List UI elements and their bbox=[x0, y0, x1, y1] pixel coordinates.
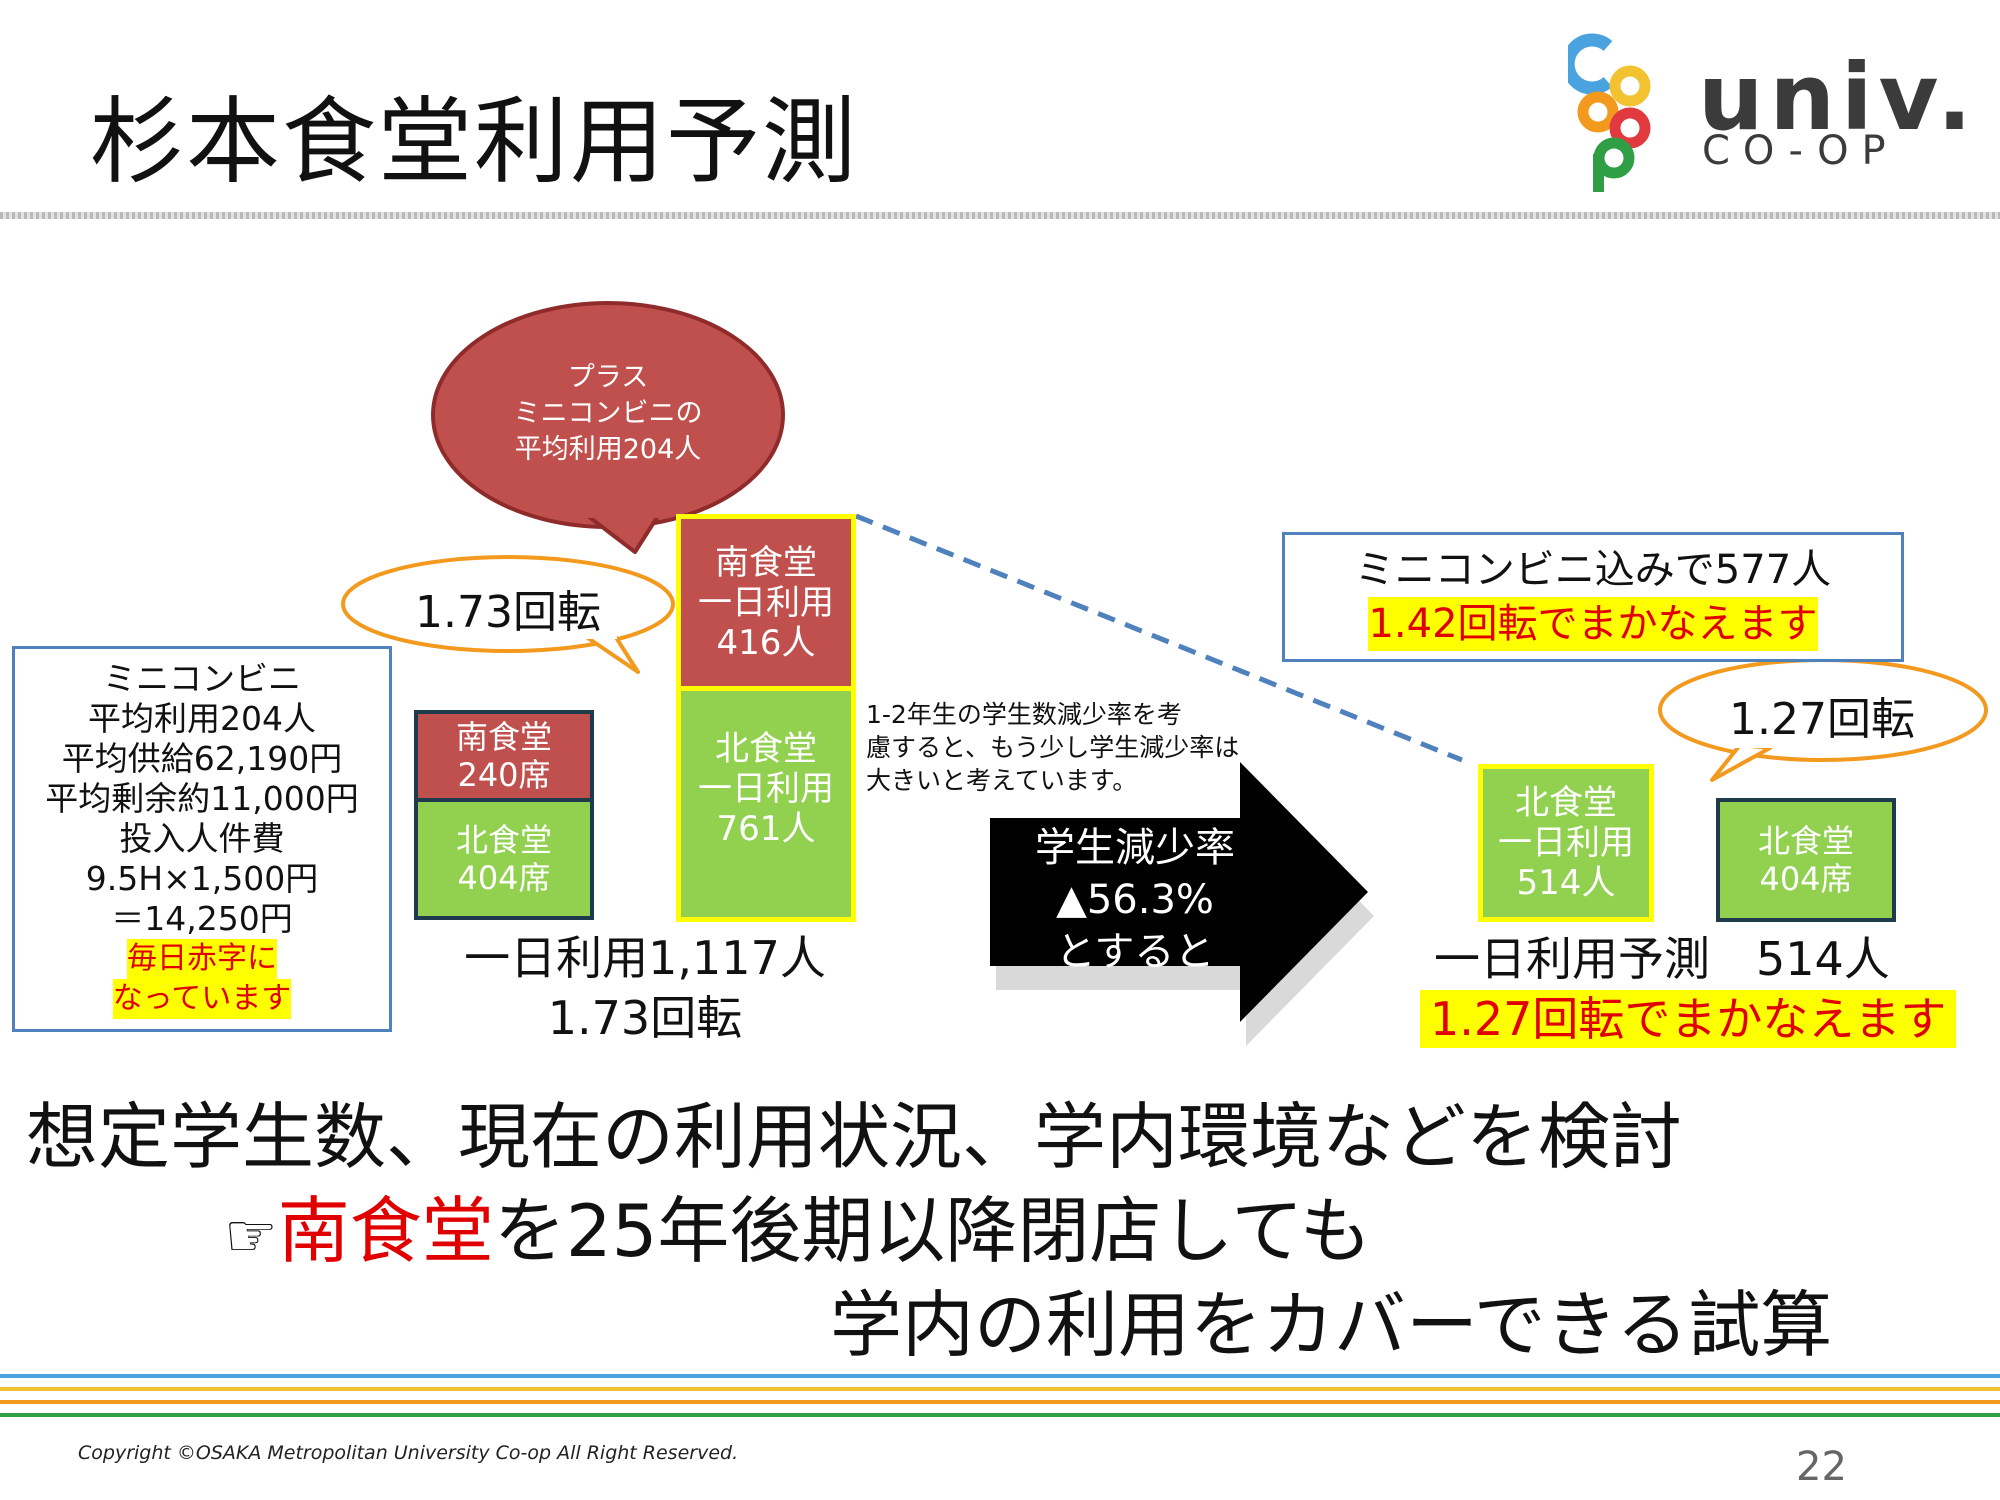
block-value: 404席 bbox=[457, 859, 551, 897]
future-summary-highlight: 1.27回転でまかなえます bbox=[1420, 990, 1957, 1048]
logo-sub: CO-OP bbox=[1702, 128, 1899, 174]
future-info-line: ミニコンビニ込みで577人 bbox=[1354, 547, 1832, 593]
logo-p-stem bbox=[1593, 154, 1604, 192]
conclusion-line-1: 想定学生数、現在の利用状況、学内環境などを検討 bbox=[26, 1095, 1683, 1179]
logo-o-orange bbox=[1577, 91, 1619, 133]
info-line: 投入人件費 bbox=[119, 819, 285, 858]
bubble-top-line: 平均利用204人 bbox=[514, 434, 702, 465]
current-summary-line: 1.73回転 bbox=[547, 991, 743, 1045]
block-value: 514人 bbox=[1516, 863, 1616, 903]
arrow-line: とすると bbox=[1055, 929, 1215, 975]
block-label: 北食堂 bbox=[715, 729, 817, 769]
block-value: 404席 bbox=[1759, 860, 1853, 898]
block-label: 北食堂 bbox=[1757, 822, 1854, 860]
block-label: 北食堂 bbox=[1515, 783, 1617, 823]
future-rotation-highlight: 1.42回転でまかなえます bbox=[1368, 597, 1818, 651]
footer-line-green bbox=[0, 1413, 2000, 1417]
block-value: 416人 bbox=[716, 622, 816, 663]
conclusion-line-2: ☞南食堂を25年後期以降閉店しても bbox=[224, 1186, 1372, 1281]
conclusion-line-3: 学内の利用をカバーできる試算 bbox=[830, 1283, 1833, 1367]
info-line: ミニコンビニ bbox=[103, 659, 301, 698]
note-line: 1-2年生の学生数減少率を考 bbox=[866, 700, 1182, 729]
info-line: 平均剰余約11,000円 bbox=[45, 779, 359, 818]
arrow-line: 学生減少率 bbox=[1035, 825, 1235, 871]
logo-o-yellow bbox=[1609, 65, 1651, 107]
info-line: 平均供給62,190円 bbox=[61, 739, 343, 778]
conclusion-south-cafeteria: 南食堂 bbox=[277, 1189, 494, 1273]
page-number: 22 bbox=[1796, 1444, 1847, 1490]
bubble-right-text: 1.27回転 bbox=[1729, 694, 1915, 745]
info-line: 9.5H×1,500円 bbox=[85, 859, 319, 898]
arrow-text: 学生減少率 ▲56.3% とすると bbox=[990, 822, 1280, 978]
block-value: 240席 bbox=[457, 756, 551, 794]
conclusion-closing-text: を25年後期以降閉店しても bbox=[493, 1189, 1372, 1273]
logo-o-red bbox=[1609, 107, 1651, 149]
arrow-line: ▲56.3% bbox=[1056, 877, 1214, 923]
bubble-top-text: プラス ミニコンビニの 平均利用204人 bbox=[473, 360, 743, 468]
block-label: 一日利用 bbox=[698, 582, 834, 623]
block-label: 南食堂 bbox=[715, 542, 817, 583]
usage-north-block: 北食堂 一日利用 761人 bbox=[676, 686, 856, 922]
seats-south-block: 南食堂 240席 bbox=[414, 710, 594, 798]
bubble-left-text: 1.73回転 bbox=[415, 587, 601, 638]
arrow-shape bbox=[990, 762, 1368, 1022]
future-usage-block: 北食堂 一日利用 514人 bbox=[1478, 764, 1654, 922]
bubble-right-join bbox=[1735, 734, 1779, 748]
block-label: 南食堂 bbox=[455, 718, 552, 756]
block-value: 761人 bbox=[716, 809, 816, 849]
deficit-highlight: 毎日赤字に bbox=[127, 939, 277, 979]
logo-c-blue bbox=[1568, 33, 1613, 95]
footer-line-blue bbox=[0, 1374, 2000, 1378]
header-divider bbox=[0, 212, 2000, 219]
dashed-connector bbox=[855, 513, 1463, 763]
future-seats-block: 北食堂 404席 bbox=[1716, 798, 1896, 922]
note-line: 大きいと考えています。 bbox=[866, 766, 1138, 795]
deficit-highlight: なっています bbox=[112, 979, 292, 1019]
current-summary-line: 一日利用1,117人 bbox=[464, 931, 826, 985]
info-line: ＝14,250円 bbox=[111, 899, 293, 938]
minicombini-info-box: ミニコンビニ 平均利用204人 平均供給62,190円 平均剰余約11,000円… bbox=[12, 646, 392, 1032]
pointing-hand-icon: ☞ bbox=[224, 1201, 278, 1271]
bubble-top-line: ミニコンビニの bbox=[513, 398, 703, 429]
block-label: 一日利用 bbox=[1498, 823, 1634, 863]
usage-south-block: 南食堂 一日利用 416人 bbox=[676, 514, 856, 686]
footer-line-orange bbox=[0, 1400, 2000, 1404]
coop-logo-icon bbox=[1568, 33, 1651, 192]
footer-line-yellow bbox=[0, 1387, 2000, 1391]
page-title: 杉本食堂利用予測 bbox=[90, 88, 859, 197]
copyright-text: Copyright ©OSAKA Metropolitan University… bbox=[78, 1442, 739, 1464]
info-line: 平均利用204人 bbox=[88, 699, 316, 738]
student-decrease-note: 1-2年生の学生数減少率を考 慮すると、もう少し学生減少率は 大きいと考えていま… bbox=[866, 698, 1239, 797]
note-line: 慮すると、もう少し学生減少率は bbox=[866, 733, 1240, 762]
bubble-top-join bbox=[570, 488, 670, 518]
block-label: 北食堂 bbox=[455, 821, 552, 859]
future-summary-line: 一日利用予測 514人 bbox=[1434, 932, 1890, 986]
bubble-top-line: プラス bbox=[567, 362, 649, 393]
future-info-box: ミニコンビニ込みで577人 1.42回転でまかなえます bbox=[1282, 532, 1904, 662]
block-label: 一日利用 bbox=[698, 769, 834, 809]
seats-north-block: 北食堂 404席 bbox=[414, 798, 594, 920]
logo-word: univ. bbox=[1698, 44, 1978, 151]
bubble-left-join bbox=[575, 625, 617, 639]
